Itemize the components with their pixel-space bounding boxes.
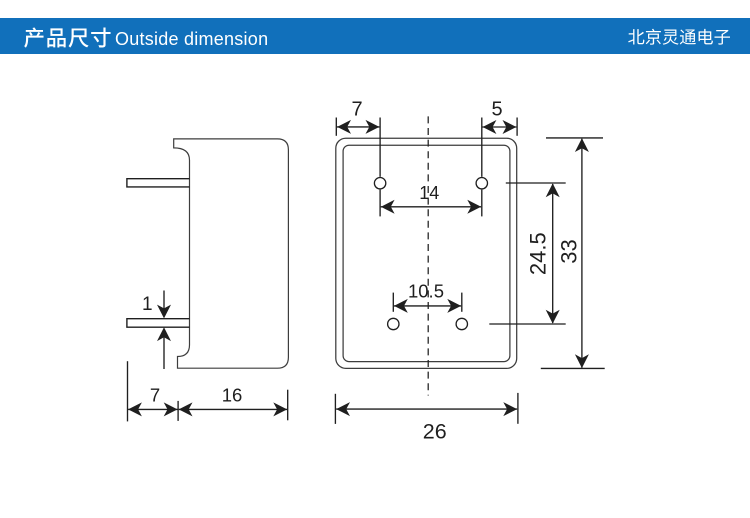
svg-text:7: 7	[150, 385, 160, 406]
svg-text:24.5: 24.5	[526, 232, 551, 275]
svg-text:7: 7	[351, 99, 362, 121]
svg-text:16: 16	[222, 385, 243, 406]
svg-text:14: 14	[419, 183, 439, 203]
svg-text:10.5: 10.5	[408, 281, 444, 302]
svg-text:5: 5	[491, 99, 502, 121]
svg-text:26: 26	[423, 420, 447, 444]
svg-text:1: 1	[142, 294, 153, 315]
svg-text:33: 33	[557, 239, 582, 263]
